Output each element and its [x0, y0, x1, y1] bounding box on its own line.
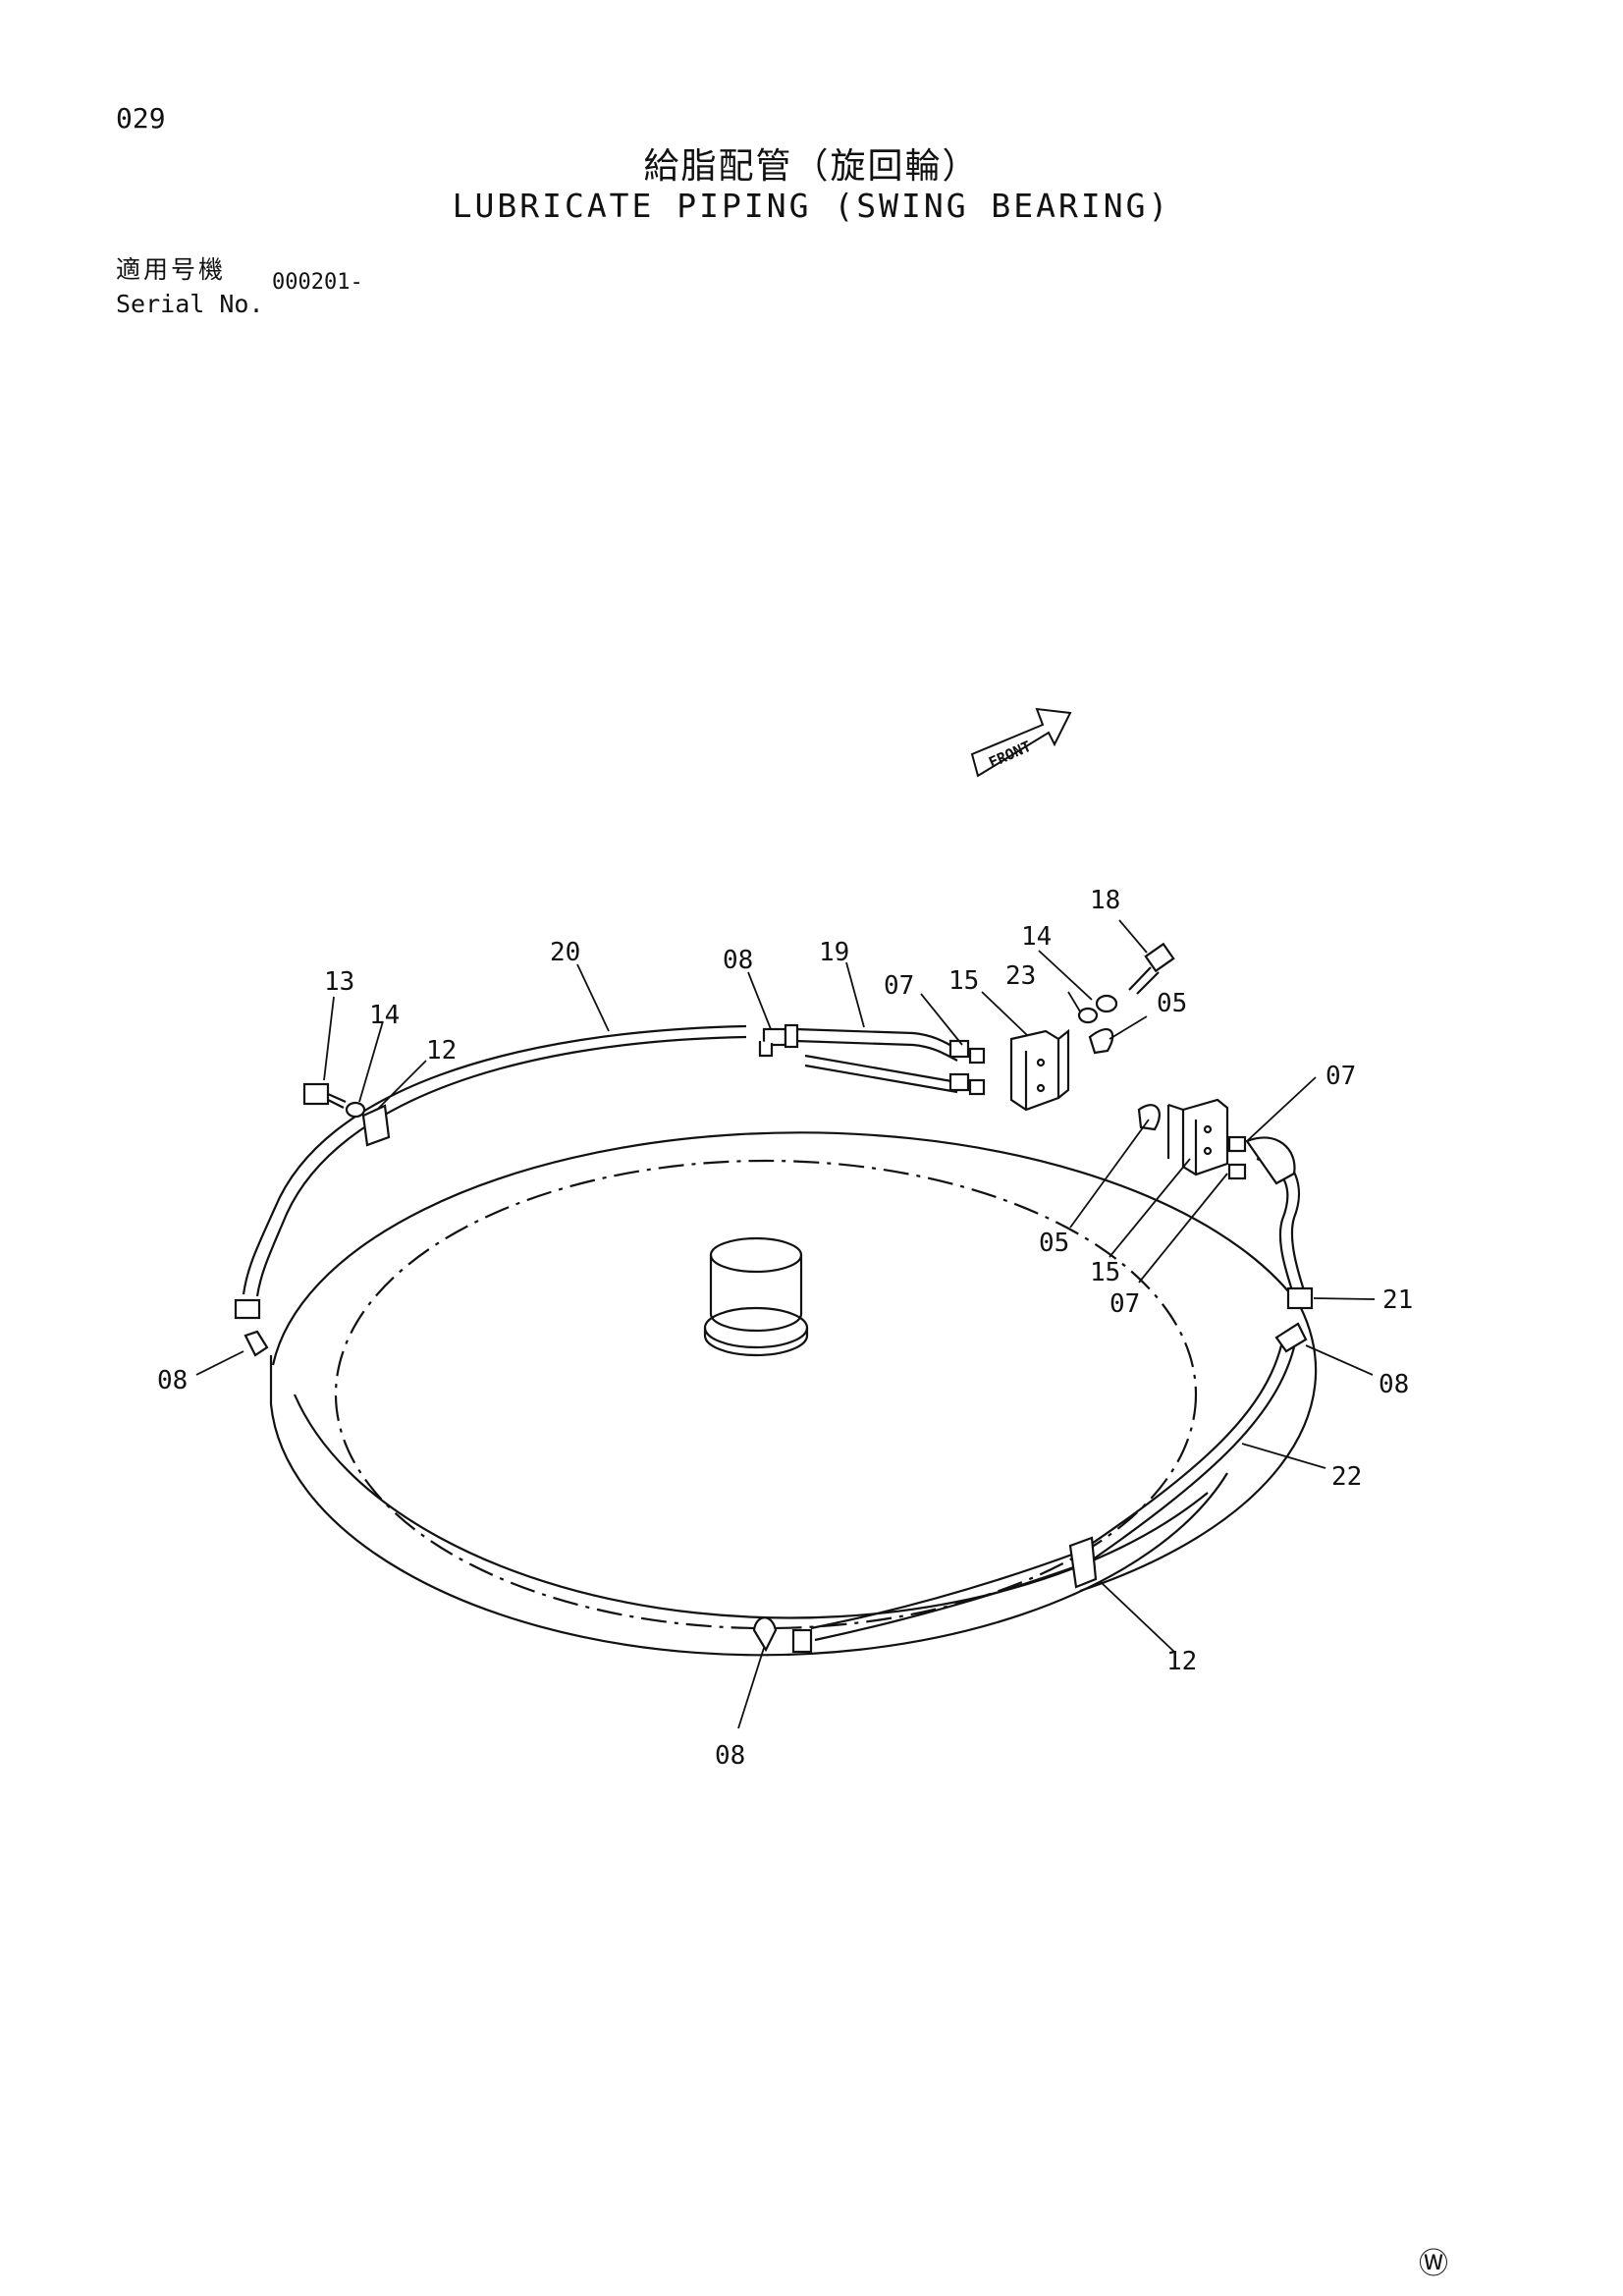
- fitting-08-left: [234, 1298, 269, 1357]
- distribution-block-upper: [1009, 1028, 1070, 1112]
- leader-lines: [195, 919, 1376, 1729]
- fitting-08-bottom: [752, 1616, 813, 1654]
- washer-14-right: [1095, 994, 1118, 1013]
- callout-15-top: 15: [948, 966, 979, 996]
- callout-08-right: 08: [1379, 1370, 1409, 1399]
- serial-label-japanese: 適用号機: [116, 255, 227, 284]
- pipe-22-inner: [810, 1344, 1283, 1630]
- fitting-08-top: [758, 1023, 799, 1058]
- callout-07-right: 07: [1325, 1062, 1356, 1091]
- serial-number-value: 000201-: [272, 270, 363, 295]
- corner-mark: Ⓦ: [1419, 2247, 1448, 2281]
- callout-12-left: 12: [426, 1036, 457, 1066]
- pipe-19: [794, 1027, 958, 1050]
- callout-05-top: 05: [1157, 989, 1187, 1018]
- fitting-12-lower-clamp: [1068, 1536, 1098, 1589]
- callout-14-right: 14: [1021, 922, 1052, 952]
- pipe-22-outer: [814, 1346, 1296, 1642]
- callout-15-lower: 15: [1090, 1258, 1120, 1287]
- distribution-block-lower: [1166, 1098, 1229, 1176]
- fitting-21-end: [1286, 1286, 1314, 1310]
- callout-07-lower: 07: [1109, 1289, 1140, 1319]
- bolt-18: [1128, 942, 1175, 995]
- bolt-13: [302, 1082, 347, 1109]
- fitting-12-left-clamp: [361, 1104, 391, 1147]
- front-direction-arrow: [970, 707, 1072, 778]
- callout-08-bottom: 08: [715, 1741, 745, 1771]
- callout-14-left: 14: [369, 1001, 400, 1030]
- bearing-base-arc: [293, 1394, 1209, 1619]
- callout-22: 22: [1331, 1462, 1362, 1492]
- callout-20: 20: [550, 938, 580, 967]
- fitting-05-lower: [1137, 1104, 1161, 1131]
- center-joint: [703, 1236, 809, 1357]
- callout-08-left: 08: [157, 1366, 188, 1395]
- callout-23: 23: [1005, 961, 1036, 991]
- fitting-05-top: [1088, 1028, 1114, 1055]
- callout-07-top: 07: [884, 971, 914, 1001]
- washer-23: [1077, 1007, 1099, 1024]
- pipe-20-outer: [242, 1024, 747, 1295]
- page-title-japanese: 給脂配管（旋回輪）: [643, 146, 980, 187]
- page-title-english: LUBRICATE PIPING (SWING BEARING): [452, 187, 1171, 225]
- callout-05-lower: 05: [1039, 1229, 1069, 1258]
- bearing-right-edge: [1079, 1305, 1318, 1593]
- serial-label-english: Serial No.: [116, 290, 264, 318]
- fitting-08-right: [1274, 1322, 1308, 1353]
- fitting-07-lower: [1227, 1135, 1296, 1185]
- callout-12-lower: 12: [1166, 1647, 1197, 1676]
- front-arrow-label: FRONT: [986, 738, 1034, 772]
- washer-14-left: [345, 1101, 366, 1119]
- callout-18: 18: [1090, 886, 1120, 915]
- pipe-20-inner: [255, 1035, 747, 1297]
- bearing-outer-ring: [271, 1131, 1301, 1366]
- page-number: 029: [116, 102, 166, 135]
- callout-13: 13: [324, 967, 354, 997]
- callout-19: 19: [819, 938, 849, 967]
- bearing-lower-edge: [269, 1355, 1228, 1657]
- callout-21: 21: [1382, 1285, 1413, 1315]
- callout-08-top: 08: [723, 946, 753, 975]
- fitting-07-top: [948, 1039, 986, 1096]
